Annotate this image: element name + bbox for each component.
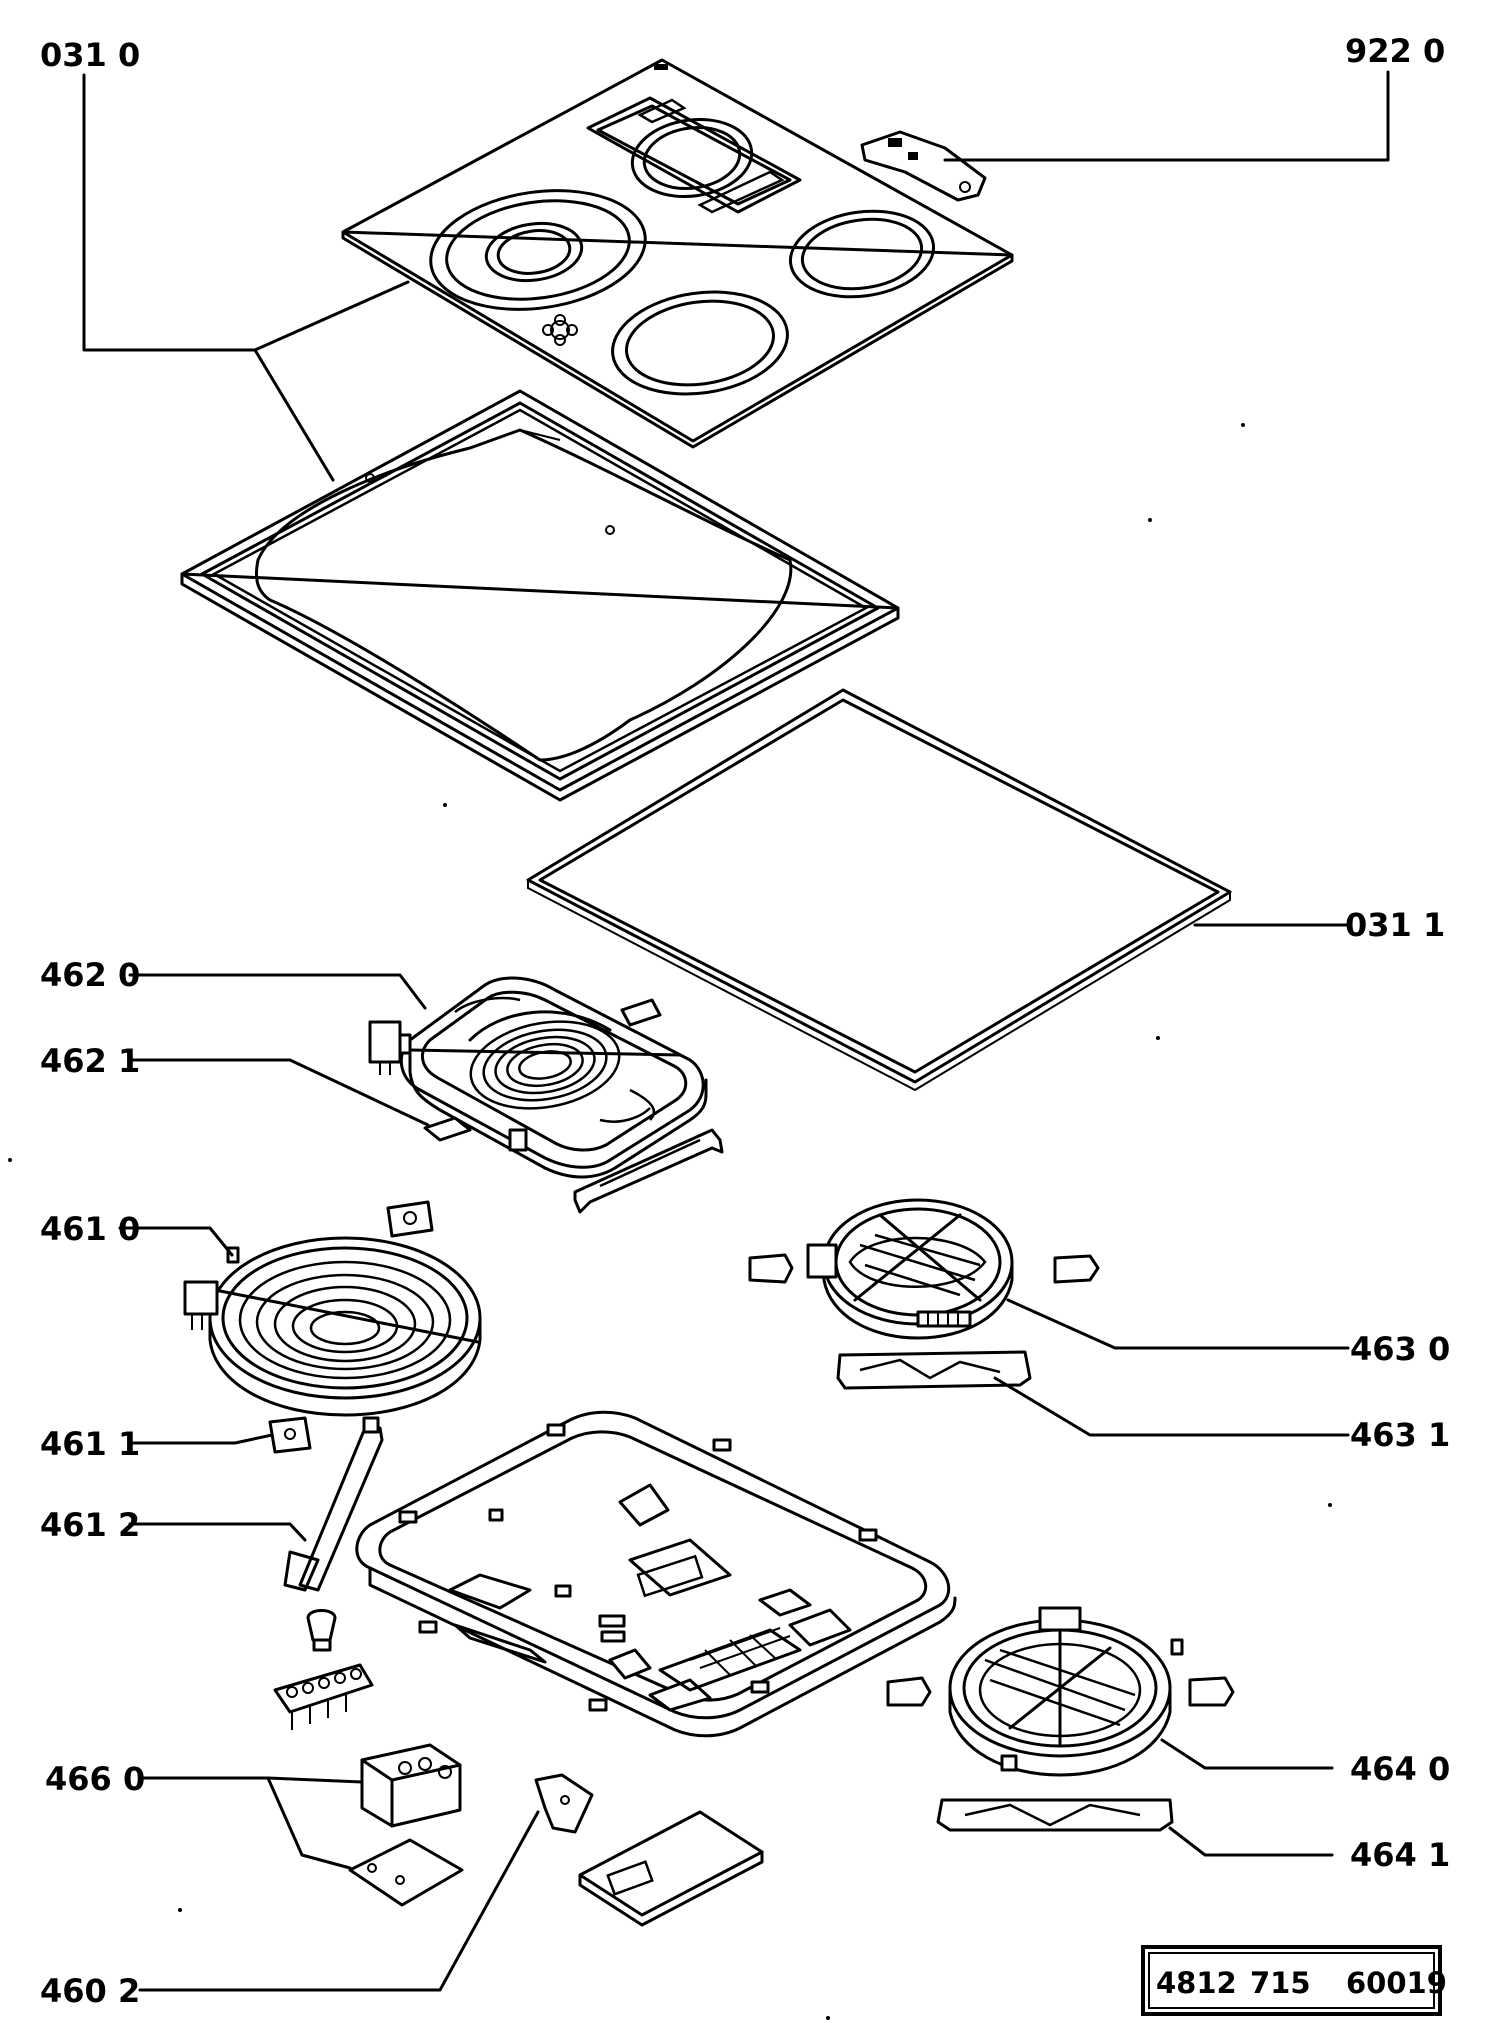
callout-4612: 461 2	[40, 1506, 140, 1544]
sealing-gasket	[526, 688, 1232, 1092]
callout-labels: 031 0 922 0 031 1 462 0 462 1 461 0 463 …	[40, 32, 1450, 2010]
callout-4660: 466 0	[45, 1760, 145, 1798]
leader-lines	[82, 70, 1390, 1992]
callout-4620: 462 0	[40, 956, 140, 994]
callout-9220: 922 0	[1345, 32, 1445, 70]
hob-frame	[180, 389, 900, 802]
radiant-element-463	[748, 1198, 1100, 1390]
document-number-part3: 60019	[1346, 1966, 1447, 2000]
callout-4602: 460 2	[40, 1972, 140, 2010]
callout-4630: 463 0	[1350, 1330, 1450, 1368]
callout-4611: 461 1	[40, 1425, 140, 1463]
terminal-parts	[273, 1609, 764, 1927]
base-tray	[355, 1410, 957, 1738]
radiant-element-461	[183, 1200, 482, 1592]
callout-0310: 031 0	[40, 36, 140, 74]
document-number-box: 4812 715 60019	[1141, 1945, 1447, 2016]
callout-0311: 031 1	[1345, 906, 1445, 944]
ribbon-element-462	[368, 976, 724, 1214]
callout-4621: 462 1	[40, 1042, 140, 1080]
callout-4610: 461 0	[40, 1210, 140, 1248]
scan-specks	[8, 423, 1332, 2020]
radiant-element-464	[886, 1606, 1235, 1832]
callout-4640: 464 0	[1350, 1750, 1450, 1788]
document-number-part1: 4812	[1156, 1966, 1237, 2000]
ceramic-hob-top	[341, 58, 1014, 449]
control-bracket-922	[860, 130, 987, 202]
callout-4641: 464 1	[1350, 1836, 1450, 1874]
document-number-part2: 715	[1250, 1966, 1311, 2000]
callout-4631: 463 1	[1350, 1416, 1450, 1454]
